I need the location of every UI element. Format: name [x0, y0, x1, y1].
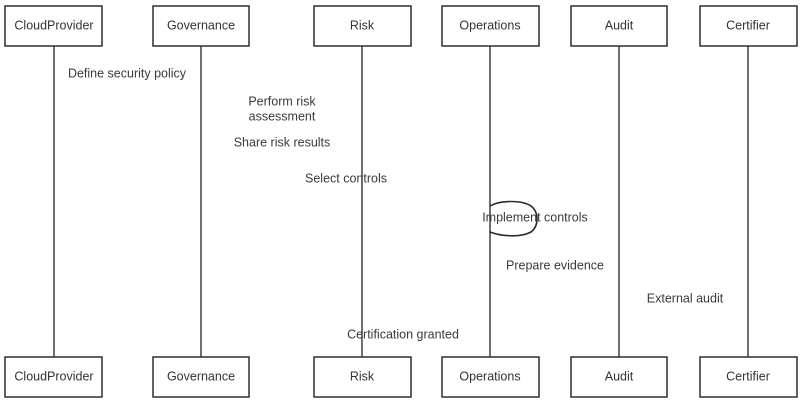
participant-box-top-risk[interactable]: Risk — [313, 5, 412, 47]
participant-box-rect — [699, 356, 798, 398]
message-label-implement-controls: Implement controls — [482, 210, 588, 224]
participant-box-bottom-risk[interactable]: Risk — [313, 356, 412, 398]
participant-box-bottom-cloudprovider[interactable]: CloudProvider — [4, 356, 103, 398]
top-participant-boxes: CloudProvider Governance Risk Operations… — [4, 5, 798, 47]
participant-label-certifier: Certifier — [726, 18, 770, 32]
participant-box-rect — [441, 356, 540, 398]
participant-label-governance: Governance — [167, 18, 235, 32]
self-loop-implement-controls — [489, 200, 538, 237]
participant-label-operations: Operations — [459, 369, 520, 383]
participant-box-rect — [4, 356, 103, 398]
participant-box-bottom-operations[interactable]: Operations — [441, 356, 540, 398]
participant-box-top-certifier[interactable]: Certifier — [699, 5, 798, 47]
participant-box-bottom-governance[interactable]: Governance — [152, 356, 250, 398]
participant-label-operations: Operations — [459, 18, 520, 32]
participant-label-cloudprovider: CloudProvider — [14, 369, 93, 383]
participant-box-rect — [570, 356, 668, 398]
participant-label-cloudprovider: CloudProvider — [14, 18, 93, 32]
participant-box-rect — [570, 5, 668, 47]
participant-label-certifier: Certifier — [726, 369, 770, 383]
participant-box-bottom-audit[interactable]: Audit — [570, 356, 668, 398]
participant-label-governance: Governance — [167, 369, 235, 383]
message-label-certification-granted: Certification granted — [347, 327, 459, 341]
participant-box-bottom-certifier[interactable]: Certifier — [699, 356, 798, 398]
participant-label-risk: Risk — [350, 369, 375, 383]
message-label-prepare-evidence: Prepare evidence — [506, 258, 604, 272]
participant-label-risk: Risk — [350, 18, 375, 32]
self-loop-path — [489, 200, 538, 237]
lifelines-group — [53, 46, 749, 357]
message-labels-group: Define security policy Perform risk asse… — [68, 66, 724, 341]
participant-box-rect — [441, 5, 540, 47]
participant-label-audit: Audit — [605, 369, 634, 383]
participant-box-top-cloudprovider[interactable]: CloudProvider — [4, 5, 103, 47]
participant-box-rect — [699, 5, 798, 47]
message-label-perform-risk-assessment-line2: assessment — [249, 109, 316, 123]
message-label-select-controls: Select controls — [305, 171, 387, 185]
message-label-define-security-policy: Define security policy — [68, 66, 187, 80]
participant-box-top-governance[interactable]: Governance — [152, 5, 250, 47]
participant-box-rect — [313, 5, 412, 47]
participant-label-audit: Audit — [605, 18, 634, 32]
participant-box-rect — [4, 5, 103, 47]
participant-box-top-audit[interactable]: Audit — [570, 5, 668, 47]
participant-box-rect — [313, 356, 412, 398]
message-label-perform-risk-assessment-line1: Perform risk — [248, 94, 316, 108]
participant-box-rect — [152, 5, 250, 47]
bottom-participant-boxes: CloudProvider Governance Risk Operations… — [4, 356, 798, 398]
participant-box-rect — [152, 356, 250, 398]
message-label-external-audit: External audit — [647, 291, 724, 305]
message-label-share-risk-results: Share risk results — [234, 135, 331, 149]
participant-box-top-operations[interactable]: Operations — [441, 5, 540, 47]
